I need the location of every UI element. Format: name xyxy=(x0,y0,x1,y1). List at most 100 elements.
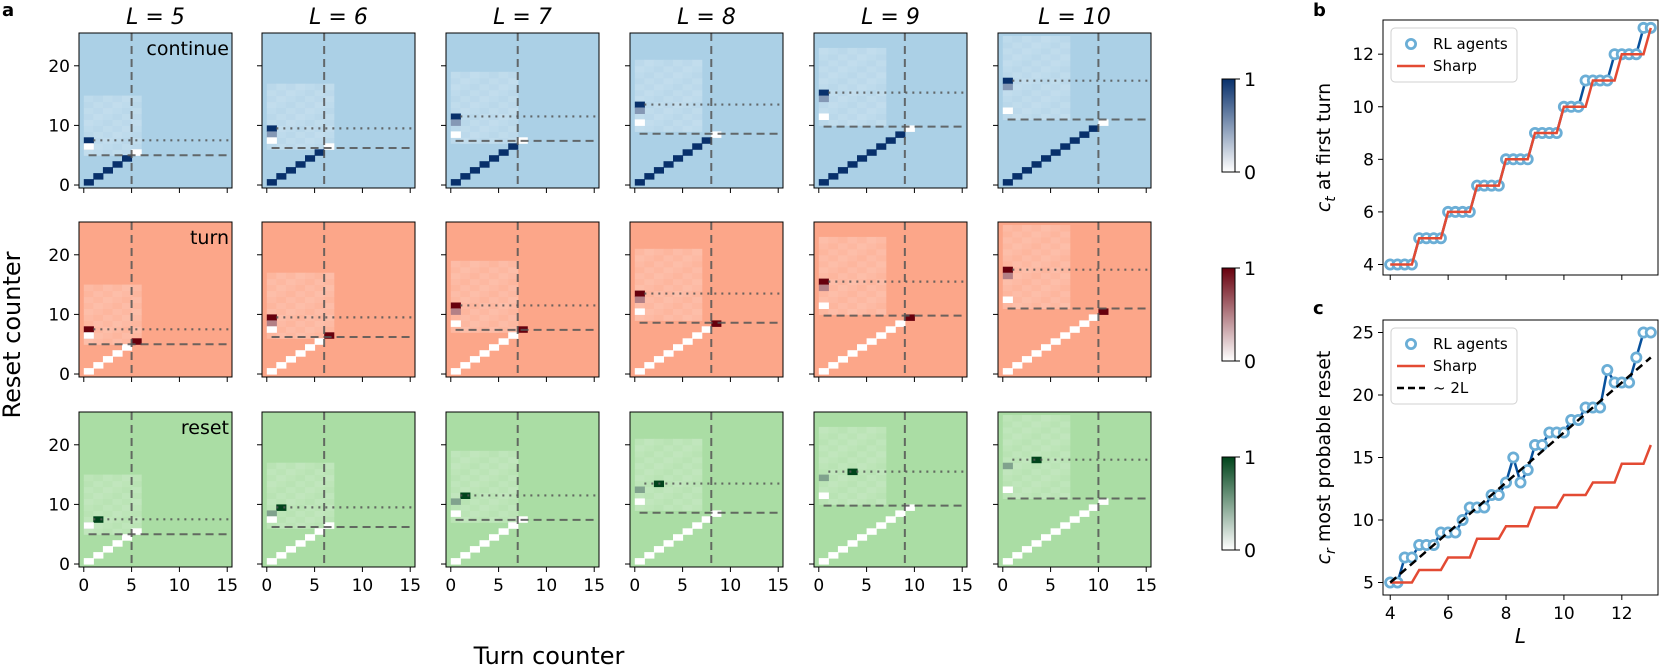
heatmap-cell xyxy=(324,504,335,511)
heatmap-cell xyxy=(653,498,664,505)
heatmap-cell xyxy=(876,119,887,126)
heatmap-cell-diagonal xyxy=(1060,522,1071,529)
heatmap-cell-diagonal xyxy=(314,338,325,345)
heatmap-cell xyxy=(93,338,104,345)
legend-label: ~ 2L xyxy=(1433,379,1469,397)
heatmap-cell xyxy=(460,474,471,482)
heatmap-cell xyxy=(83,284,94,292)
heatmap-cell xyxy=(653,504,664,511)
heatmap-cell xyxy=(450,308,461,315)
heatmap-cell xyxy=(818,113,829,120)
heatmap-cell xyxy=(469,272,480,280)
heatmap-cell xyxy=(866,83,877,91)
heatmap-cell xyxy=(653,456,664,464)
heatmap-cell xyxy=(1002,474,1013,482)
heatmap-cell xyxy=(93,492,104,499)
heatmap-cell xyxy=(644,308,655,315)
heatmap-cell xyxy=(682,125,693,132)
heatmap-cell xyxy=(266,474,277,482)
heatmap-cell xyxy=(1021,225,1032,232)
heatmap-cell xyxy=(673,498,684,505)
heatmap-cell xyxy=(122,125,133,132)
heatmap-cell xyxy=(634,456,645,464)
heatmap-cell xyxy=(305,278,316,286)
heatmap-cell xyxy=(663,456,674,464)
heatmap-cell xyxy=(266,101,277,109)
heatmap-cell xyxy=(663,504,674,511)
heatmap-cell xyxy=(276,326,287,333)
heatmap-cell xyxy=(131,119,142,126)
y-tick-label: 10 xyxy=(48,116,70,136)
heatmap-cell xyxy=(276,332,287,339)
heatmap-cell xyxy=(122,302,133,309)
heatmap-cell xyxy=(682,278,693,286)
heatmap-cell xyxy=(1012,53,1023,61)
heatmap-cell xyxy=(266,462,277,470)
heatmap-cell-turn xyxy=(1098,308,1109,315)
heatmap-cell xyxy=(837,444,848,452)
heatmap-cell xyxy=(469,456,480,464)
heatmap-cell xyxy=(673,314,684,321)
heatmap-cell xyxy=(692,125,703,132)
heatmap-cell xyxy=(112,332,123,339)
heatmap-cell-diagonal xyxy=(469,167,480,174)
heatmap-cell xyxy=(682,107,693,114)
heatmap-cell xyxy=(102,143,113,150)
heatmap-cell xyxy=(663,125,674,132)
heatmap-cell xyxy=(489,510,500,517)
heatmap-cell xyxy=(876,284,887,292)
heatmap-cell xyxy=(673,77,684,85)
heatmap-cell xyxy=(634,272,645,280)
heatmap-cell-peak xyxy=(450,302,461,309)
heatmap-cell xyxy=(489,266,500,274)
x-tick-label: 15 xyxy=(216,576,238,596)
heatmap-cell xyxy=(450,468,461,476)
heatmap-cell xyxy=(266,332,277,339)
data-point-rl-agents xyxy=(1536,438,1549,451)
heatmap-cell xyxy=(857,480,868,488)
heatmap-cell xyxy=(1002,260,1013,268)
heatmap-cell xyxy=(857,95,868,103)
heatmap-cell xyxy=(837,308,848,315)
heatmap-cell xyxy=(682,314,693,321)
heatmap-cell xyxy=(1041,432,1052,440)
heatmap-cell xyxy=(93,486,104,493)
heatmap-cell xyxy=(847,242,858,250)
heatmap-cell xyxy=(305,284,316,292)
heatmap-cell-turn xyxy=(131,149,142,156)
y-tick-label: 5 xyxy=(1363,574,1374,594)
heatmap-cell xyxy=(295,101,306,109)
heatmap-cell xyxy=(1060,36,1071,43)
heatmap-cell xyxy=(818,290,829,298)
heatmap-cell-diagonal xyxy=(895,320,906,327)
heatmap-cell xyxy=(469,296,480,303)
heatmap-cell xyxy=(1031,95,1042,103)
heatmap-cell xyxy=(673,65,684,73)
heatmap-cell xyxy=(295,95,306,103)
heatmap-turn-L9 xyxy=(809,221,968,382)
heatmap-cell xyxy=(1002,278,1013,286)
heatmap-cell xyxy=(1012,278,1023,286)
heatmap-cell xyxy=(295,516,306,523)
heatmap-cell xyxy=(857,242,868,250)
heatmap-cell xyxy=(876,492,887,499)
heatmap-cell-peak xyxy=(634,101,645,109)
heatmap-cell-diagonal xyxy=(682,528,693,535)
data-point-rl-agents xyxy=(1514,476,1527,489)
x-tick-label: 0 xyxy=(445,576,456,596)
heatmap-cell xyxy=(131,504,142,511)
heatmap-cell xyxy=(498,137,509,144)
heatmap-cell-diagonal xyxy=(885,137,896,144)
heatmap-cell xyxy=(489,474,500,482)
heatmap-cell xyxy=(469,266,480,274)
heatmap-frame xyxy=(813,32,968,189)
heatmap-cell xyxy=(276,83,287,91)
heatmap-cell xyxy=(1012,438,1023,446)
heatmap-cell xyxy=(1041,486,1052,493)
heatmap-cell xyxy=(1021,284,1032,292)
heatmap-cell xyxy=(1021,65,1032,73)
heatmap-cell xyxy=(653,468,664,476)
heatmap-cell xyxy=(1060,242,1071,250)
